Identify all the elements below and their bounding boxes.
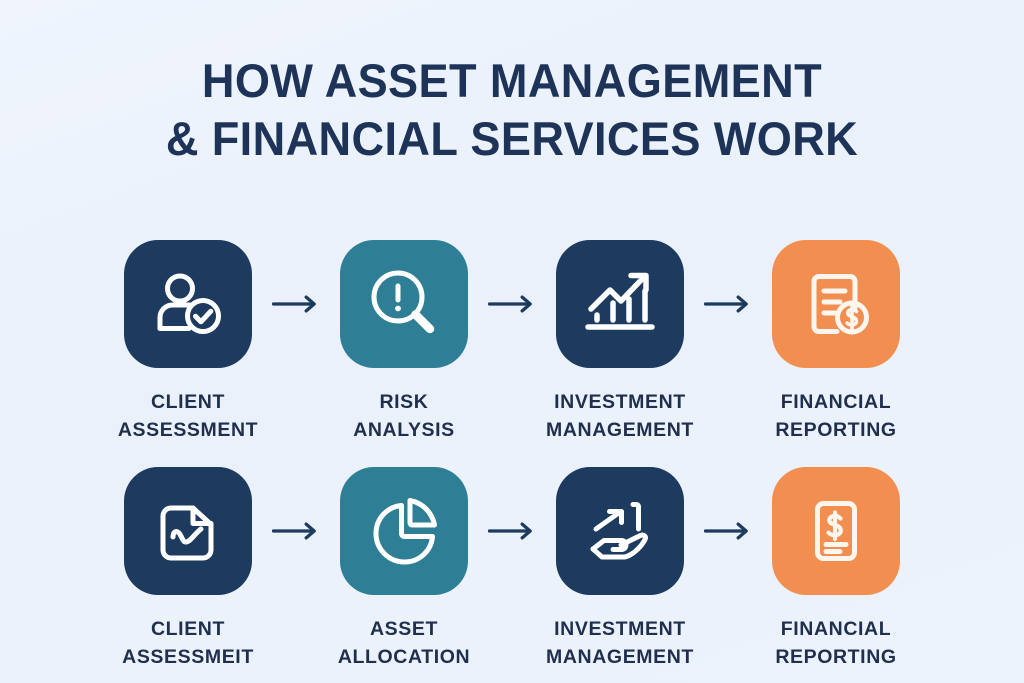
- magnifier-alert-icon: [364, 264, 444, 344]
- arrow-right-icon: [488, 240, 536, 368]
- step-label-financial-reporting: FINANCIAL REPORTING: [775, 388, 896, 444]
- arrow-right-icon: [272, 467, 320, 595]
- title-line-1: HOW ASSET MANAGEMENT: [201, 54, 823, 107]
- step-asset-allocation[interactable]: ASSET ALLOCATION: [311, 467, 497, 671]
- tile-financial-reporting-2[interactable]: [772, 467, 900, 595]
- label-line-2: ASSESSMENT: [117, 419, 259, 441]
- label-line-2: MANAGEMENT: [546, 646, 694, 668]
- user-check-icon: [148, 264, 228, 344]
- step-client-assessment[interactable]: CLIENT ASSESSMENT: [95, 240, 281, 444]
- step-financial-reporting[interactable]: FINANCIAL REPORTING: [743, 240, 929, 444]
- bar-chart-growth-icon: [579, 263, 661, 345]
- pie-chart-icon: [364, 491, 444, 571]
- tile-client-assessment[interactable]: [124, 240, 252, 368]
- step-investment-management[interactable]: INVESTMENT MANAGEMENT: [527, 240, 713, 444]
- step-financial-reporting-2[interactable]: FINANCIAL REPORTING: [743, 467, 929, 671]
- document-dollar-coin-icon: [796, 264, 876, 344]
- label-line-2: REPORTING: [775, 646, 897, 668]
- hand-growth-arrow-icon: [580, 491, 660, 571]
- tile-financial-reporting[interactable]: [772, 240, 900, 368]
- step-label-investment-management-2: INVESTMENT MANAGEMENT: [546, 615, 694, 671]
- label-line-1: CLIENT: [150, 391, 225, 413]
- tile-risk-analysis[interactable]: [340, 240, 468, 368]
- step-label-investment-management: INVESTMENT MANAGEMENT: [546, 388, 694, 444]
- label-line-1: FINANCIAL: [780, 618, 892, 640]
- step-investment-management-2[interactable]: INVESTMENT MANAGEMENT: [527, 467, 713, 671]
- process-row-2: CLIENT ASSESSMEIT ASSET: [0, 467, 1024, 671]
- label-line-1: RISK: [379, 391, 429, 413]
- arrow-right-icon: [704, 467, 752, 595]
- tile-asset-allocation[interactable]: [340, 467, 468, 595]
- label-line-1: INVESTMENT: [554, 618, 686, 640]
- tile-investment-management[interactable]: [556, 240, 684, 368]
- tile-investment-management-2[interactable]: [556, 467, 684, 595]
- title-line-2: & FINANCIAL SERVICES WORK: [165, 112, 859, 165]
- document-wave-chart-icon: [149, 492, 227, 570]
- step-client-assessment-2[interactable]: CLIENT ASSESSMEIT: [95, 467, 281, 671]
- label-line-1: FINANCIAL: [780, 391, 892, 413]
- label-line-2: REPORTING: [775, 419, 897, 441]
- tile-client-assessment-2[interactable]: [124, 467, 252, 595]
- step-risk-analysis[interactable]: RISK ANALYSIS: [311, 240, 497, 444]
- step-label-client-assessment: CLIENT ASSESSMENT: [118, 388, 258, 444]
- label-line-1: CLIENT: [150, 618, 225, 640]
- label-line-2: ASSESSMEIT: [122, 646, 254, 668]
- arrow-right-icon: [488, 467, 536, 595]
- invoice-dollar-icon: [797, 492, 875, 570]
- label-line-2: ALLOCATION: [337, 646, 471, 668]
- arrow-right-icon: [272, 240, 320, 368]
- step-label-financial-reporting-2: FINANCIAL REPORTING: [775, 615, 896, 671]
- arrow-right-icon: [704, 240, 752, 368]
- process-row-1: CLIENT ASSESSMENT: [0, 240, 1024, 444]
- step-label-asset-allocation: ASSET ALLOCATION: [338, 615, 470, 671]
- step-label-client-assessment-2: CLIENT ASSESSMEIT: [122, 615, 254, 671]
- label-line-2: ANALYSIS: [353, 419, 455, 441]
- label-line-2: MANAGEMENT: [546, 419, 694, 441]
- step-label-risk-analysis: RISK ANALYSIS: [353, 388, 455, 444]
- page-title: HOW ASSET MANAGEMENT & FINANCIAL SERVICE…: [0, 52, 1024, 168]
- label-line-1: INVESTMENT: [554, 391, 686, 413]
- label-line-1: ASSET: [369, 618, 438, 640]
